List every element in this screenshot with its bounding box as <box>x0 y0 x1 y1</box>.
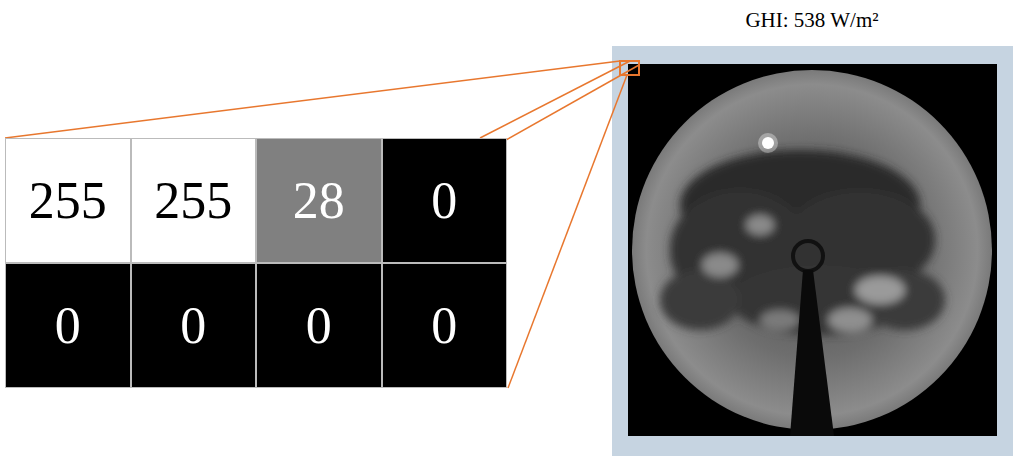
pixel-cell: 0 <box>131 263 257 388</box>
camera-arm <box>790 270 834 436</box>
zoom-marker <box>620 61 639 75</box>
pixel-value: 0 <box>55 300 81 352</box>
shadow-ring <box>793 241 823 271</box>
zoom-leader <box>508 75 627 388</box>
pixel-cell: 28 <box>256 138 382 263</box>
pixel-value: 0 <box>431 175 457 227</box>
pixel-value: 28 <box>293 175 345 227</box>
pixel-cell: 255 <box>131 138 257 263</box>
sun-glow <box>758 133 778 153</box>
pixel-cell: 0 <box>5 263 131 388</box>
pixel-value: 0 <box>431 300 457 352</box>
zoom-leader <box>5 61 620 138</box>
pixel-cell: 0 <box>256 263 382 388</box>
pixel-value: 255 <box>29 175 107 227</box>
pixel-cell: 255 <box>5 138 131 263</box>
irradiance-label: GHI: 538 W/m² <box>745 8 878 33</box>
image-frame <box>628 64 997 436</box>
pixel-cell: 0 <box>382 138 508 263</box>
pixel-value: 0 <box>306 300 332 352</box>
pixel-value: 255 <box>154 175 232 227</box>
zoom-leader <box>506 65 639 140</box>
pixel-cell: 0 <box>382 263 508 388</box>
pixel-value: 0 <box>180 300 206 352</box>
image-panel <box>612 46 1013 456</box>
